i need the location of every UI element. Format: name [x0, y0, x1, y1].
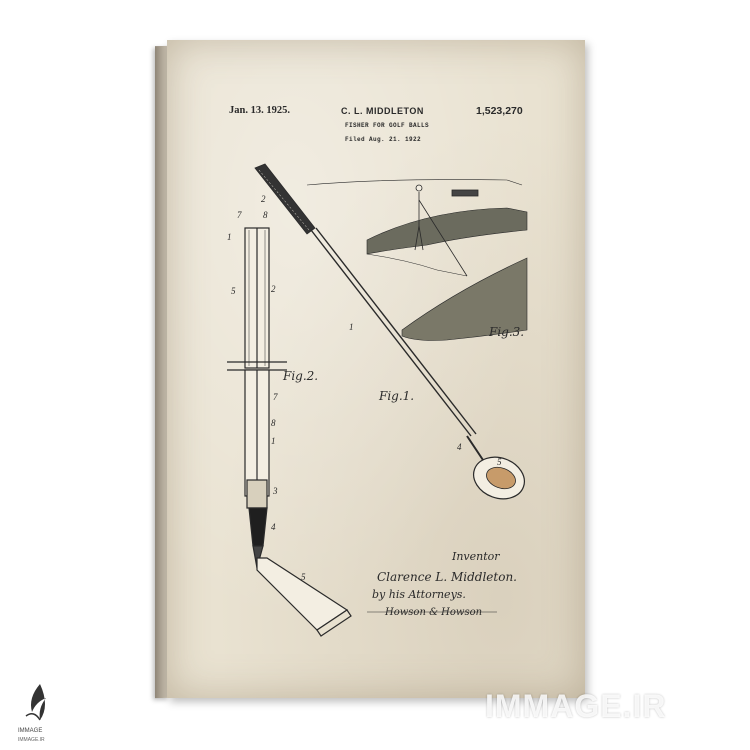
svg-text:7: 7	[237, 210, 242, 220]
logo-subtext: IMMAGE.IR	[18, 737, 45, 743]
svg-text:4: 4	[271, 522, 276, 532]
figure-labels: Fig.1. Fig.2. Fig.3.	[282, 325, 524, 403]
svg-text:3: 3	[272, 486, 278, 496]
reference-numbers: 7 8 1 2 5 2 7 8 1 3 4 5 1 4 5	[227, 194, 502, 582]
immage-logo-icon	[25, 684, 46, 721]
fig3-landscape-scene	[306, 179, 528, 341]
signature-attorneys-name: Howson & Howson	[385, 607, 483, 618]
patent-title: FISHER FOR GOLF BALLS	[345, 122, 430, 129]
svg-text:8: 8	[271, 418, 276, 428]
svg-text:8: 8	[263, 210, 268, 220]
signature-inventor-name: Clarence L. Middleton.	[377, 570, 517, 584]
svg-text:1: 1	[227, 232, 232, 242]
patent-inventor-header: C. L. MIDDLETON	[341, 106, 424, 116]
svg-text:7: 7	[273, 392, 278, 402]
fig1-golf-club	[254, 163, 525, 500]
signature-by-attorneys: by his Attorneys.	[372, 588, 466, 601]
svg-text:1: 1	[271, 436, 276, 446]
svg-text:2: 2	[261, 194, 266, 204]
patent-paper: Jan. 13. 1925. C. L. MIDDLETON 1,523,270…	[167, 40, 585, 698]
svg-text:5: 5	[301, 572, 306, 582]
patent-filed-date: Filed Aug. 21. 1922	[345, 136, 422, 143]
patent-date: Jan. 13. 1925.	[229, 105, 290, 116]
svg-text:4: 4	[457, 442, 462, 452]
svg-text:2: 2	[271, 284, 276, 294]
canvas-print: Jan. 13. 1925. C. L. MIDDLETON 1,523,270…	[155, 40, 585, 699]
svg-text:1: 1	[349, 322, 354, 332]
svg-text:5: 5	[231, 286, 236, 296]
fig2-club-section	[227, 227, 352, 637]
fig1-label: Fig.1.	[378, 389, 414, 403]
watermark-text: IMMAGE.IR	[485, 688, 667, 724]
patent-number: 1,523,270	[476, 105, 523, 117]
fig2-label: Fig.2.	[282, 369, 318, 383]
logo-text: IMMAGE	[18, 728, 43, 734]
fig3-label: Fig.3.	[488, 325, 524, 339]
svg-text:5: 5	[497, 457, 502, 467]
signature-inventor-label: Inventor	[452, 550, 500, 563]
patent-drawing: 7 8 1 2 5 2 7 8 1 3 4 5 1 4 5 Fig.1. Fig…	[227, 163, 528, 637]
